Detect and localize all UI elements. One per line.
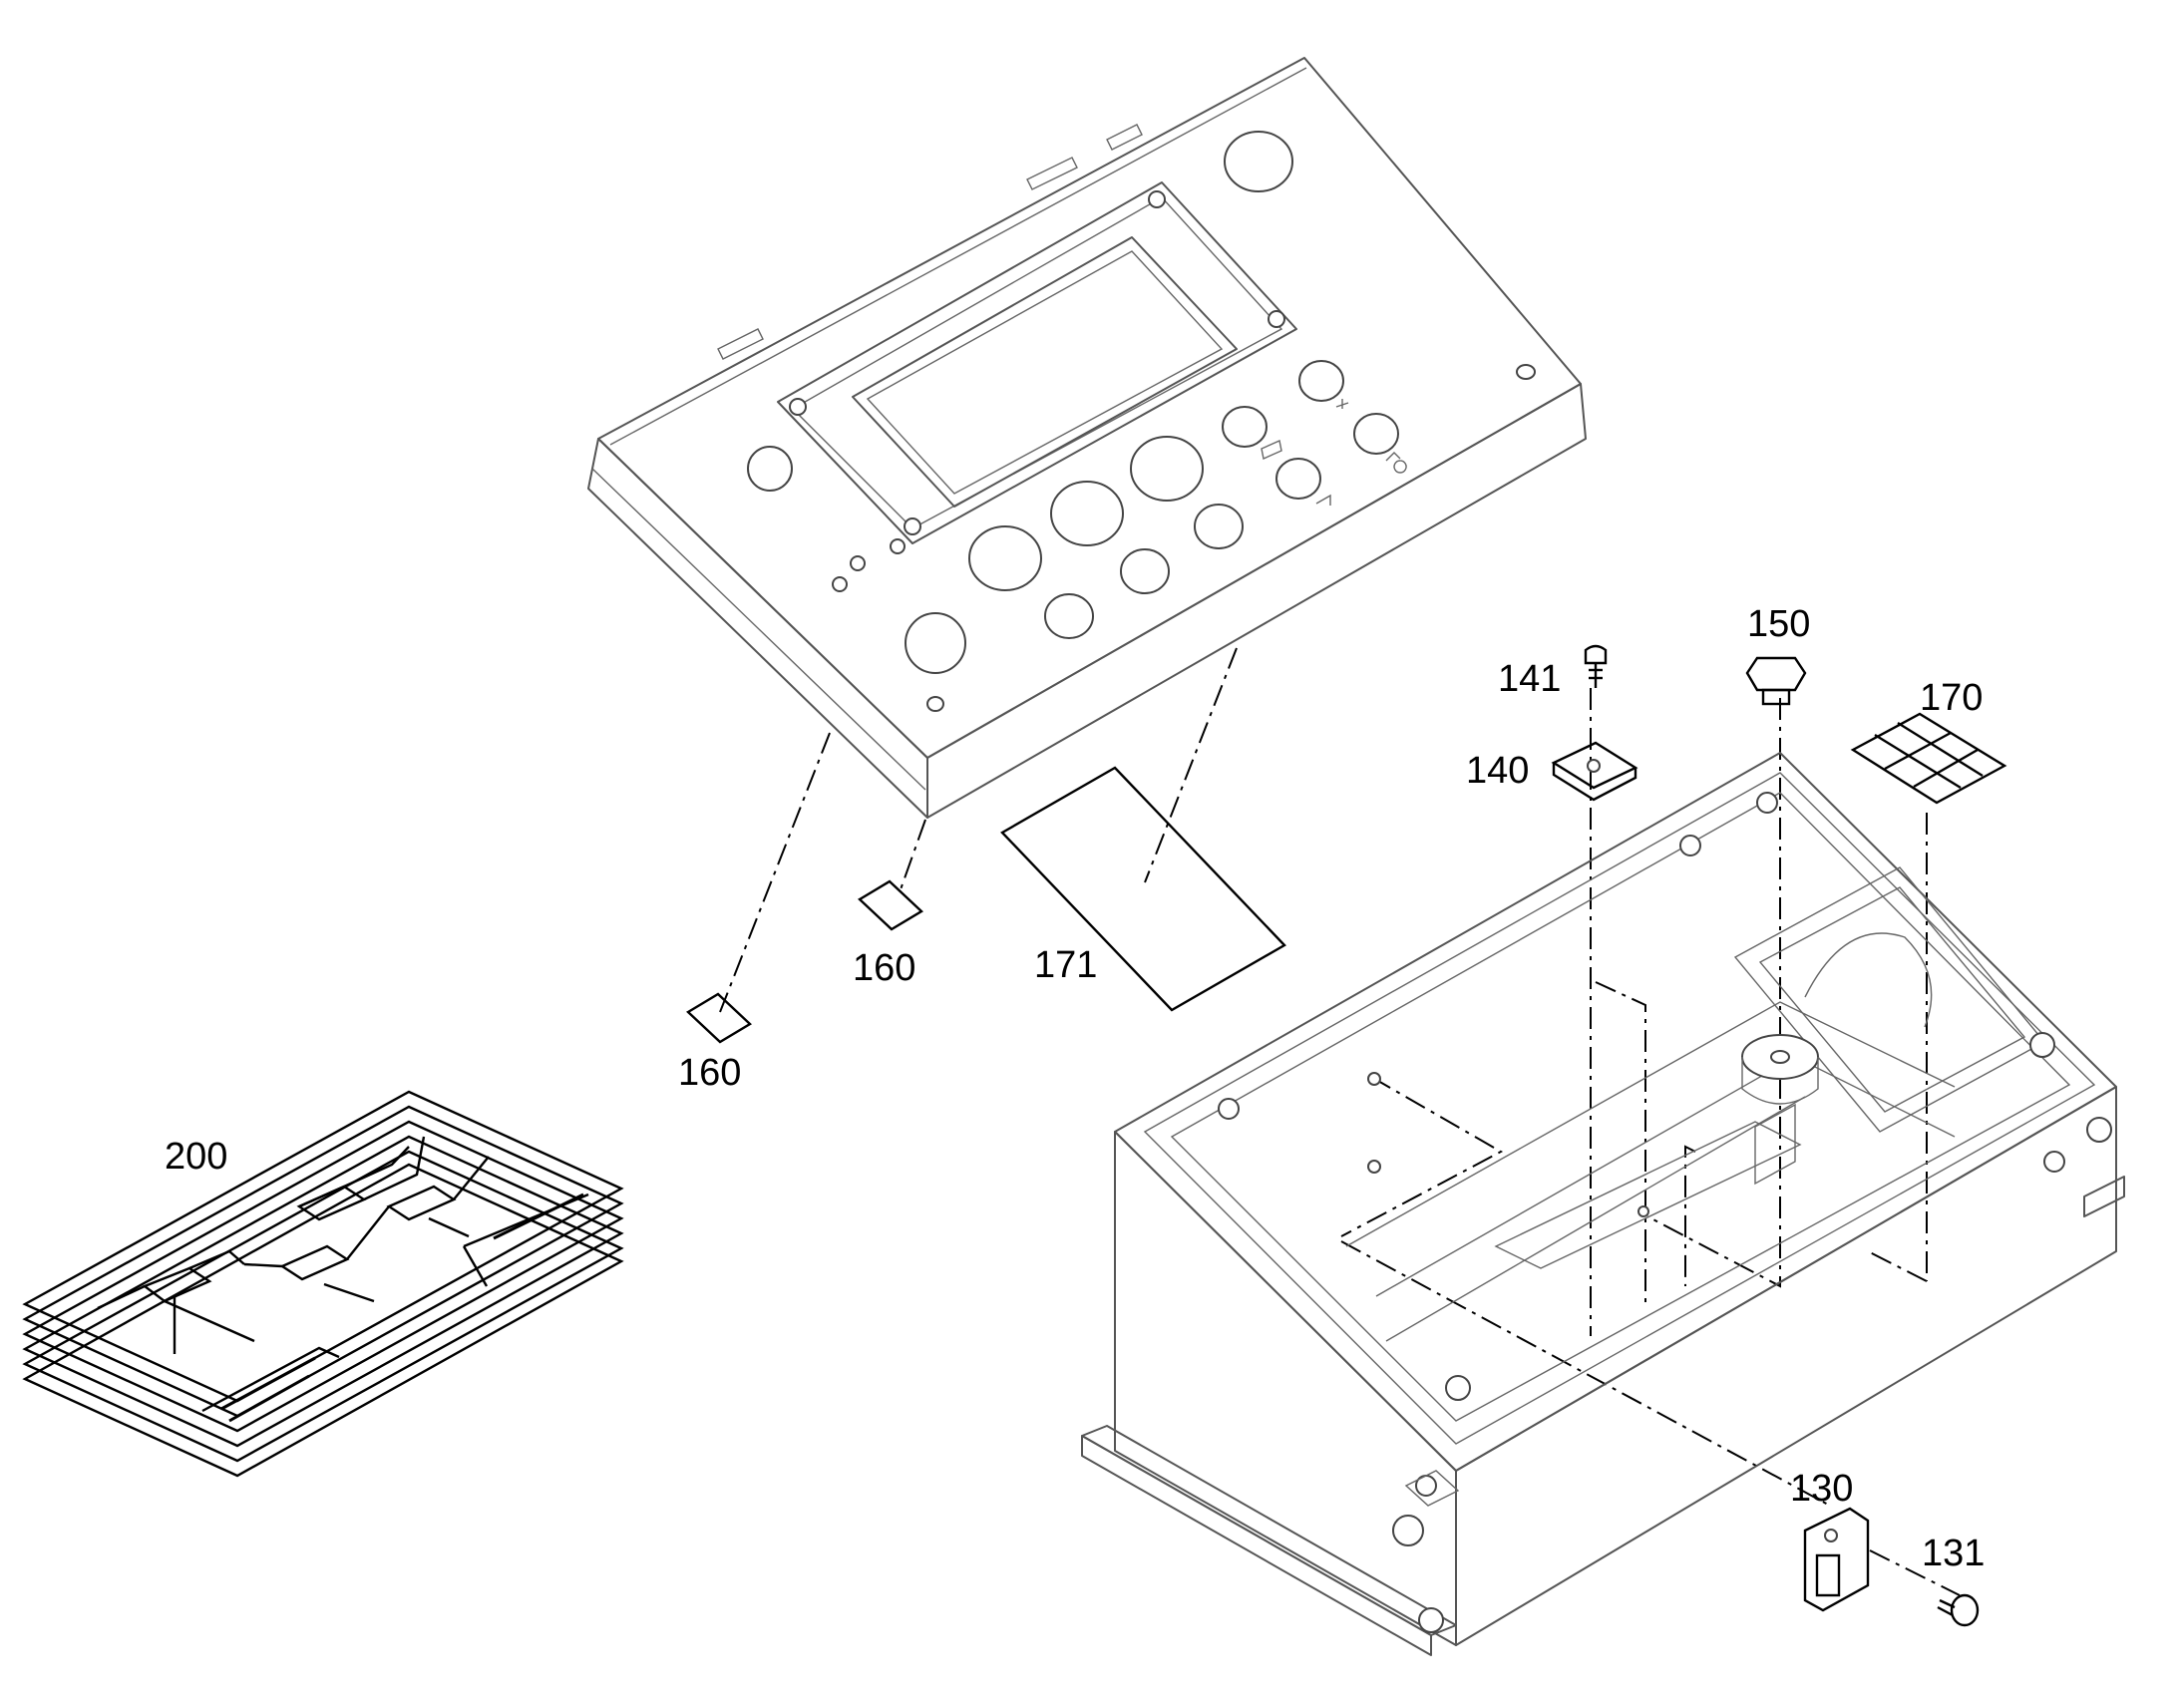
label-200: 200 bbox=[165, 1136, 227, 1178]
label-150: 150 bbox=[1747, 603, 1810, 645]
frame-screw-icon bbox=[904, 517, 921, 535]
label-171: 171 bbox=[1034, 944, 1097, 986]
label-160-left: 160 bbox=[678, 1052, 741, 1094]
cable-clamp-130 bbox=[1803, 1507, 1870, 1612]
front-panel bbox=[587, 57, 1587, 819]
label-170: 170 bbox=[1920, 677, 1983, 719]
label-140: 140 bbox=[1466, 750, 1529, 792]
label-131: 131 bbox=[1922, 1533, 1985, 1574]
enclosure-box bbox=[1081, 752, 2125, 1656]
label-130: 130 bbox=[1790, 1468, 1853, 1510]
label-sheet bbox=[686, 766, 1286, 1044]
rubber-pad bbox=[1741, 1034, 1819, 1105]
document-stack bbox=[22, 1090, 624, 1478]
assembly-lines bbox=[719, 647, 1961, 1596]
frame-screw-icon bbox=[1268, 310, 1285, 328]
label-160-right: 160 bbox=[853, 947, 915, 989]
bolt-150 bbox=[1745, 656, 1807, 706]
frame-screw-icon bbox=[789, 398, 807, 416]
screw-141 bbox=[1584, 644, 1608, 688]
nut-plate-140 bbox=[1551, 741, 1638, 802]
label-141: 141 bbox=[1498, 658, 1561, 700]
display-frame bbox=[777, 181, 1297, 544]
frame-screw-icon bbox=[1148, 190, 1166, 208]
label-grid-170 bbox=[1850, 712, 2007, 805]
screw-131 bbox=[1937, 1593, 1980, 1627]
